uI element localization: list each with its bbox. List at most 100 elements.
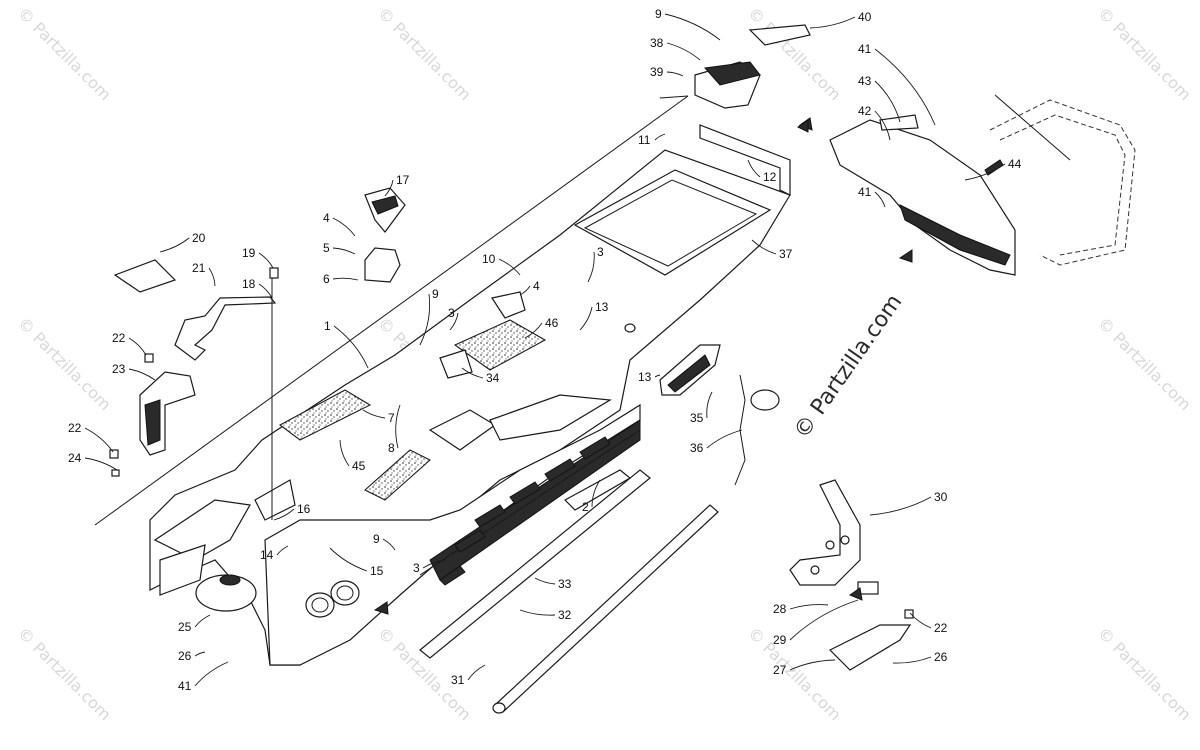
leader-line — [339, 439, 350, 467]
callout-29: 29 — [773, 599, 859, 647]
callout-number: 5 — [323, 241, 330, 255]
callout-number: 27 — [773, 663, 787, 677]
rear-bumper-parts — [694, 24, 1136, 276]
callout-26: 26 — [892, 650, 948, 664]
callout-11: 11 — [638, 133, 666, 147]
leader-line — [591, 479, 601, 508]
watermark-label: © Partzilla.com — [14, 313, 115, 414]
callout-4: 4 — [519, 279, 540, 296]
callout-41: 41 — [178, 661, 229, 693]
watermark-label: © Partzilla.com — [1094, 3, 1195, 104]
callout-10: 10 — [482, 252, 521, 276]
leader-line — [909, 612, 932, 629]
leader-line — [519, 285, 531, 296]
callout-1: 1 — [324, 319, 369, 369]
callout-33: 33 — [534, 577, 572, 591]
leader-line — [874, 48, 936, 126]
callout-number: 7 — [388, 411, 395, 425]
callout-21: 21 — [192, 261, 216, 287]
leader-line — [654, 133, 666, 141]
reference-lines — [94, 95, 689, 526]
callout-number: 20 — [192, 231, 206, 245]
callout-number: 40 — [858, 10, 872, 24]
callout-7: 7 — [362, 409, 395, 425]
leader-line — [874, 191, 886, 208]
callout-number: 9 — [432, 287, 439, 301]
leader-line — [194, 661, 229, 687]
watermark-text: © Partzilla.com — [1094, 3, 1195, 104]
callout-42: 42 — [858, 104, 891, 141]
leader-line — [332, 247, 356, 255]
callout-number: 33 — [558, 577, 572, 591]
callout-number: 22 — [68, 421, 82, 435]
leader-line — [789, 659, 836, 671]
callout-43: 43 — [858, 74, 901, 123]
callout-36: 36 — [690, 429, 743, 455]
callout-number: 21 — [192, 261, 206, 275]
callout-2: 2 — [582, 479, 601, 514]
callout-38: 38 — [650, 36, 701, 61]
callout-number: 17 — [396, 173, 410, 187]
leader-line — [706, 429, 743, 449]
callout-number: 35 — [690, 411, 704, 425]
callout-number: 26 — [178, 649, 192, 663]
callout-8: 8 — [388, 404, 401, 455]
callout-number: 39 — [650, 65, 664, 79]
callout-3: 3 — [448, 306, 459, 331]
callout-16: 16 — [273, 502, 311, 521]
brand-watermark: © Partzilla.com — [789, 290, 907, 443]
callout-number: 11 — [638, 133, 651, 147]
watermark-label: © Partzilla.com — [1094, 623, 1195, 724]
callout-9: 9 — [373, 532, 396, 551]
leader-line — [332, 217, 356, 237]
callout-26: 26 — [178, 649, 206, 663]
callout-number: 22 — [934, 621, 948, 635]
leader-line — [84, 427, 114, 453]
watermark-text: © Partzilla.com — [1094, 623, 1195, 724]
watermark-label: © Partzilla.com — [374, 3, 475, 104]
callout-45: 45 — [339, 439, 366, 473]
callout-5: 5 — [323, 241, 356, 255]
callout-number: 43 — [858, 74, 872, 88]
leader-line — [422, 559, 446, 569]
callout-number: 4 — [323, 211, 330, 225]
callout-17: 17 — [384, 173, 410, 197]
leader-line — [874, 110, 891, 141]
watermark-label: © Partzilla.com — [744, 3, 845, 104]
callout-number: 34 — [486, 371, 500, 385]
leader-line — [461, 367, 484, 379]
callout-15: 15 — [329, 547, 384, 578]
brand-text: © Partzilla.com — [789, 290, 907, 443]
center-parts — [364, 187, 526, 379]
callout-number: 30 — [934, 490, 948, 504]
leader-line — [382, 538, 396, 551]
callout-35: 35 — [690, 391, 713, 425]
leader-line — [751, 239, 777, 255]
callout-number: 23 — [112, 362, 126, 376]
callout-22: 22 — [68, 421, 114, 453]
leader-line — [534, 577, 556, 585]
leader-line — [666, 71, 684, 77]
callout-number: 3 — [448, 306, 455, 320]
callout-number: 13 — [638, 370, 652, 384]
leader-line — [395, 404, 401, 449]
callout-number: 19 — [242, 246, 256, 260]
callout-number: 24 — [68, 451, 82, 465]
callout-number: 41 — [858, 42, 872, 56]
callout-25: 25 — [178, 614, 211, 634]
callout-number: 1 — [324, 319, 331, 333]
callout-number: 36 — [690, 441, 704, 455]
watermark-text: © Partzilla.com — [14, 623, 115, 724]
callout-12: 12 — [747, 159, 777, 184]
leader-line — [706, 391, 713, 419]
callout-number: 22 — [112, 331, 126, 345]
callout-22: 22 — [112, 331, 147, 356]
callout-44: 44 — [964, 157, 1022, 181]
callout-9: 9 — [655, 7, 721, 41]
leader-line — [519, 609, 556, 616]
leader-line — [333, 325, 369, 369]
callout-number: 18 — [242, 277, 256, 291]
leader-line — [747, 159, 761, 178]
leader-line — [789, 604, 829, 610]
